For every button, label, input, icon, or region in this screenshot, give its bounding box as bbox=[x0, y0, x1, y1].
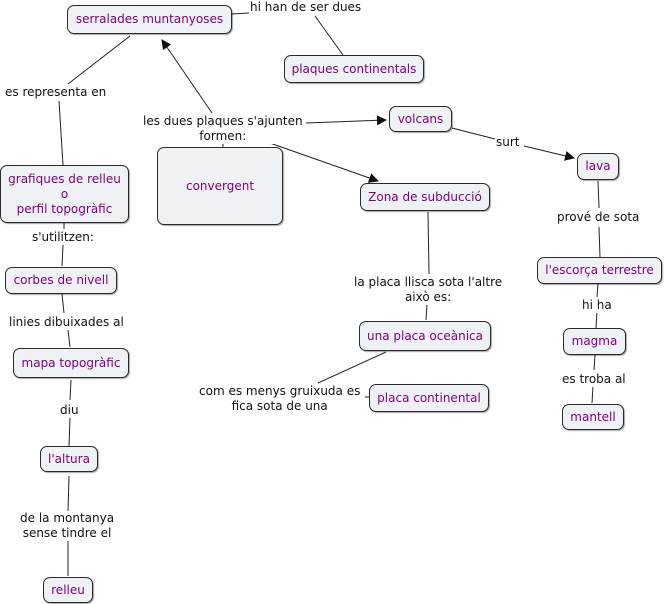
link-es-troba-al: es troba al bbox=[562, 372, 626, 387]
link-linies-dibuixades-al: linies dibuixades al bbox=[9, 315, 124, 330]
concept-lava[interactable]: lava bbox=[577, 153, 619, 180]
link-sutilitzen: s'utilitzen: bbox=[32, 230, 94, 245]
concept-placa-oceanica[interactable]: una placa oceànica bbox=[359, 321, 491, 351]
line-linies-mapa bbox=[67, 329, 71, 348]
link-es-representa-en: es representa en bbox=[5, 85, 107, 100]
link-prove-de-sota: prové de sota bbox=[557, 210, 640, 225]
link-com-es-menys-gruixuda: com es menys gruixuda es fica sota de un… bbox=[199, 384, 361, 414]
line-altura-dela bbox=[67, 475, 70, 512]
line-esrepresenta-grafiques bbox=[58, 100, 64, 166]
line-estroba-mantell bbox=[591, 385, 594, 404]
line-lava-prove bbox=[597, 180, 600, 209]
concept-volcans[interactable]: volcans bbox=[389, 106, 452, 132]
concept-plaques-continentals[interactable]: plaques continentals bbox=[284, 55, 424, 83]
link-les-dues-plaques: les dues plaques s'ajunten formen: bbox=[143, 114, 303, 144]
concept-mantell[interactable]: mantell bbox=[562, 404, 624, 430]
link-surt: surt bbox=[496, 135, 520, 150]
line-diu-altura bbox=[68, 416, 71, 447]
line-corbes-linies bbox=[61, 293, 65, 314]
line-surt-lava bbox=[523, 145, 575, 161]
concept-escorca-terrestre[interactable]: l'escorça terrestre bbox=[537, 257, 662, 284]
concept-placa-continental[interactable]: placa continental bbox=[369, 384, 489, 412]
line-escorca-hiha bbox=[596, 282, 599, 298]
line-utilitzen-corbes bbox=[61, 244, 64, 267]
link-hi-ha: hi ha bbox=[582, 298, 612, 313]
concept-altura[interactable]: l'altura bbox=[40, 446, 98, 472]
concept-grafiques-de-relleu[interactable]: grafiques de relleu o perfil topogràfic bbox=[0, 165, 129, 223]
concept-magma[interactable]: magma bbox=[563, 328, 626, 355]
line-hihan-plaques bbox=[314, 15, 344, 56]
concept-corbes-de-nivell[interactable]: corbes de nivell bbox=[5, 267, 117, 294]
link-de-la-montanya: de la montanya sense tindre el bbox=[20, 511, 115, 541]
line-serralades-hihan bbox=[231, 12, 250, 15]
concept-mapa-topografic[interactable]: mapa topogràfic bbox=[13, 348, 129, 378]
line-prove-escorca bbox=[598, 226, 601, 258]
line-hiha-magma bbox=[595, 310, 598, 329]
line-lesdues-zona bbox=[266, 141, 379, 183]
line-llisca-oceanica bbox=[425, 303, 428, 321]
concept-zona-de-subduccio[interactable]: Zona de subducció bbox=[360, 183, 490, 211]
concept-convergent[interactable]: convergent bbox=[157, 147, 283, 225]
link-hi-han-de-ser-dues: hi han de ser dues bbox=[250, 0, 362, 15]
line-oceanica-comes bbox=[317, 351, 387, 384]
link-diu: diu bbox=[60, 403, 79, 418]
concept-serralades-muntanyoses[interactable]: serralades muntanyoses bbox=[67, 5, 232, 34]
line-mapa-diu bbox=[69, 379, 72, 401]
line-lesdues-serralades bbox=[161, 39, 213, 114]
link-la-placa-llisca: la placa llisca sota l'altre això es: bbox=[354, 275, 503, 305]
line-serralades-esrepresenta bbox=[67, 35, 131, 85]
line-volcans-surt bbox=[451, 127, 496, 140]
concept-relleu[interactable]: relleu bbox=[43, 577, 93, 603]
line-magma-estroba bbox=[593, 354, 596, 371]
line-zona-llisca bbox=[427, 211, 430, 275]
line-lesdues-volcans bbox=[305, 115, 387, 126]
